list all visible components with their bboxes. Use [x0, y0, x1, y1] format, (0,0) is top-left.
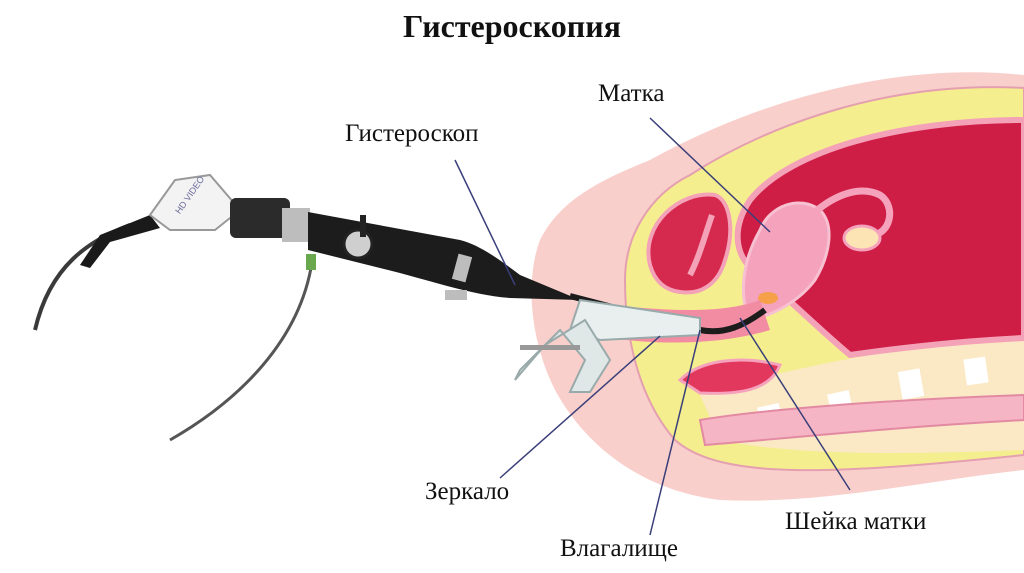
cervix-light: [758, 292, 778, 304]
rectum: [698, 393, 1024, 447]
light-connector: [306, 254, 316, 270]
scope-port: [445, 290, 467, 300]
label-speculum: Зеркало: [425, 478, 510, 505]
coupler: [230, 198, 290, 238]
uterus-inner: [741, 201, 831, 322]
speculum-blade: [568, 298, 701, 342]
bladder-fold: [687, 214, 715, 277]
diagram-title: Гистероскопия: [403, 8, 621, 44]
label-cervix: Шейка матки: [785, 508, 927, 535]
scope-band: [451, 253, 473, 283]
camera-cable: [33, 223, 131, 331]
speculum-screw: [520, 345, 580, 350]
ovary: [842, 224, 882, 252]
label-vagina: Влагалище: [560, 535, 679, 562]
fallopian-tube: [812, 187, 893, 239]
label-uterus: Матка: [598, 80, 665, 107]
scope-valve-knob: [360, 215, 366, 237]
vaginal-wall: [677, 358, 783, 395]
bone-3: [897, 368, 925, 400]
camera-cable-boot: [80, 215, 160, 268]
bone-4: [963, 356, 989, 386]
scope-valve: [342, 228, 374, 260]
light-cable: [169, 261, 314, 442]
label-hysteroscope: Гистероскоп: [345, 120, 479, 147]
coupler-ring: [282, 208, 310, 242]
leader-vagina: [649, 329, 701, 536]
leader-hysteroscope: [454, 159, 516, 286]
leader-uterus: [649, 117, 771, 233]
leader-speculum: [499, 335, 661, 479]
leader-cervix: [739, 317, 851, 491]
